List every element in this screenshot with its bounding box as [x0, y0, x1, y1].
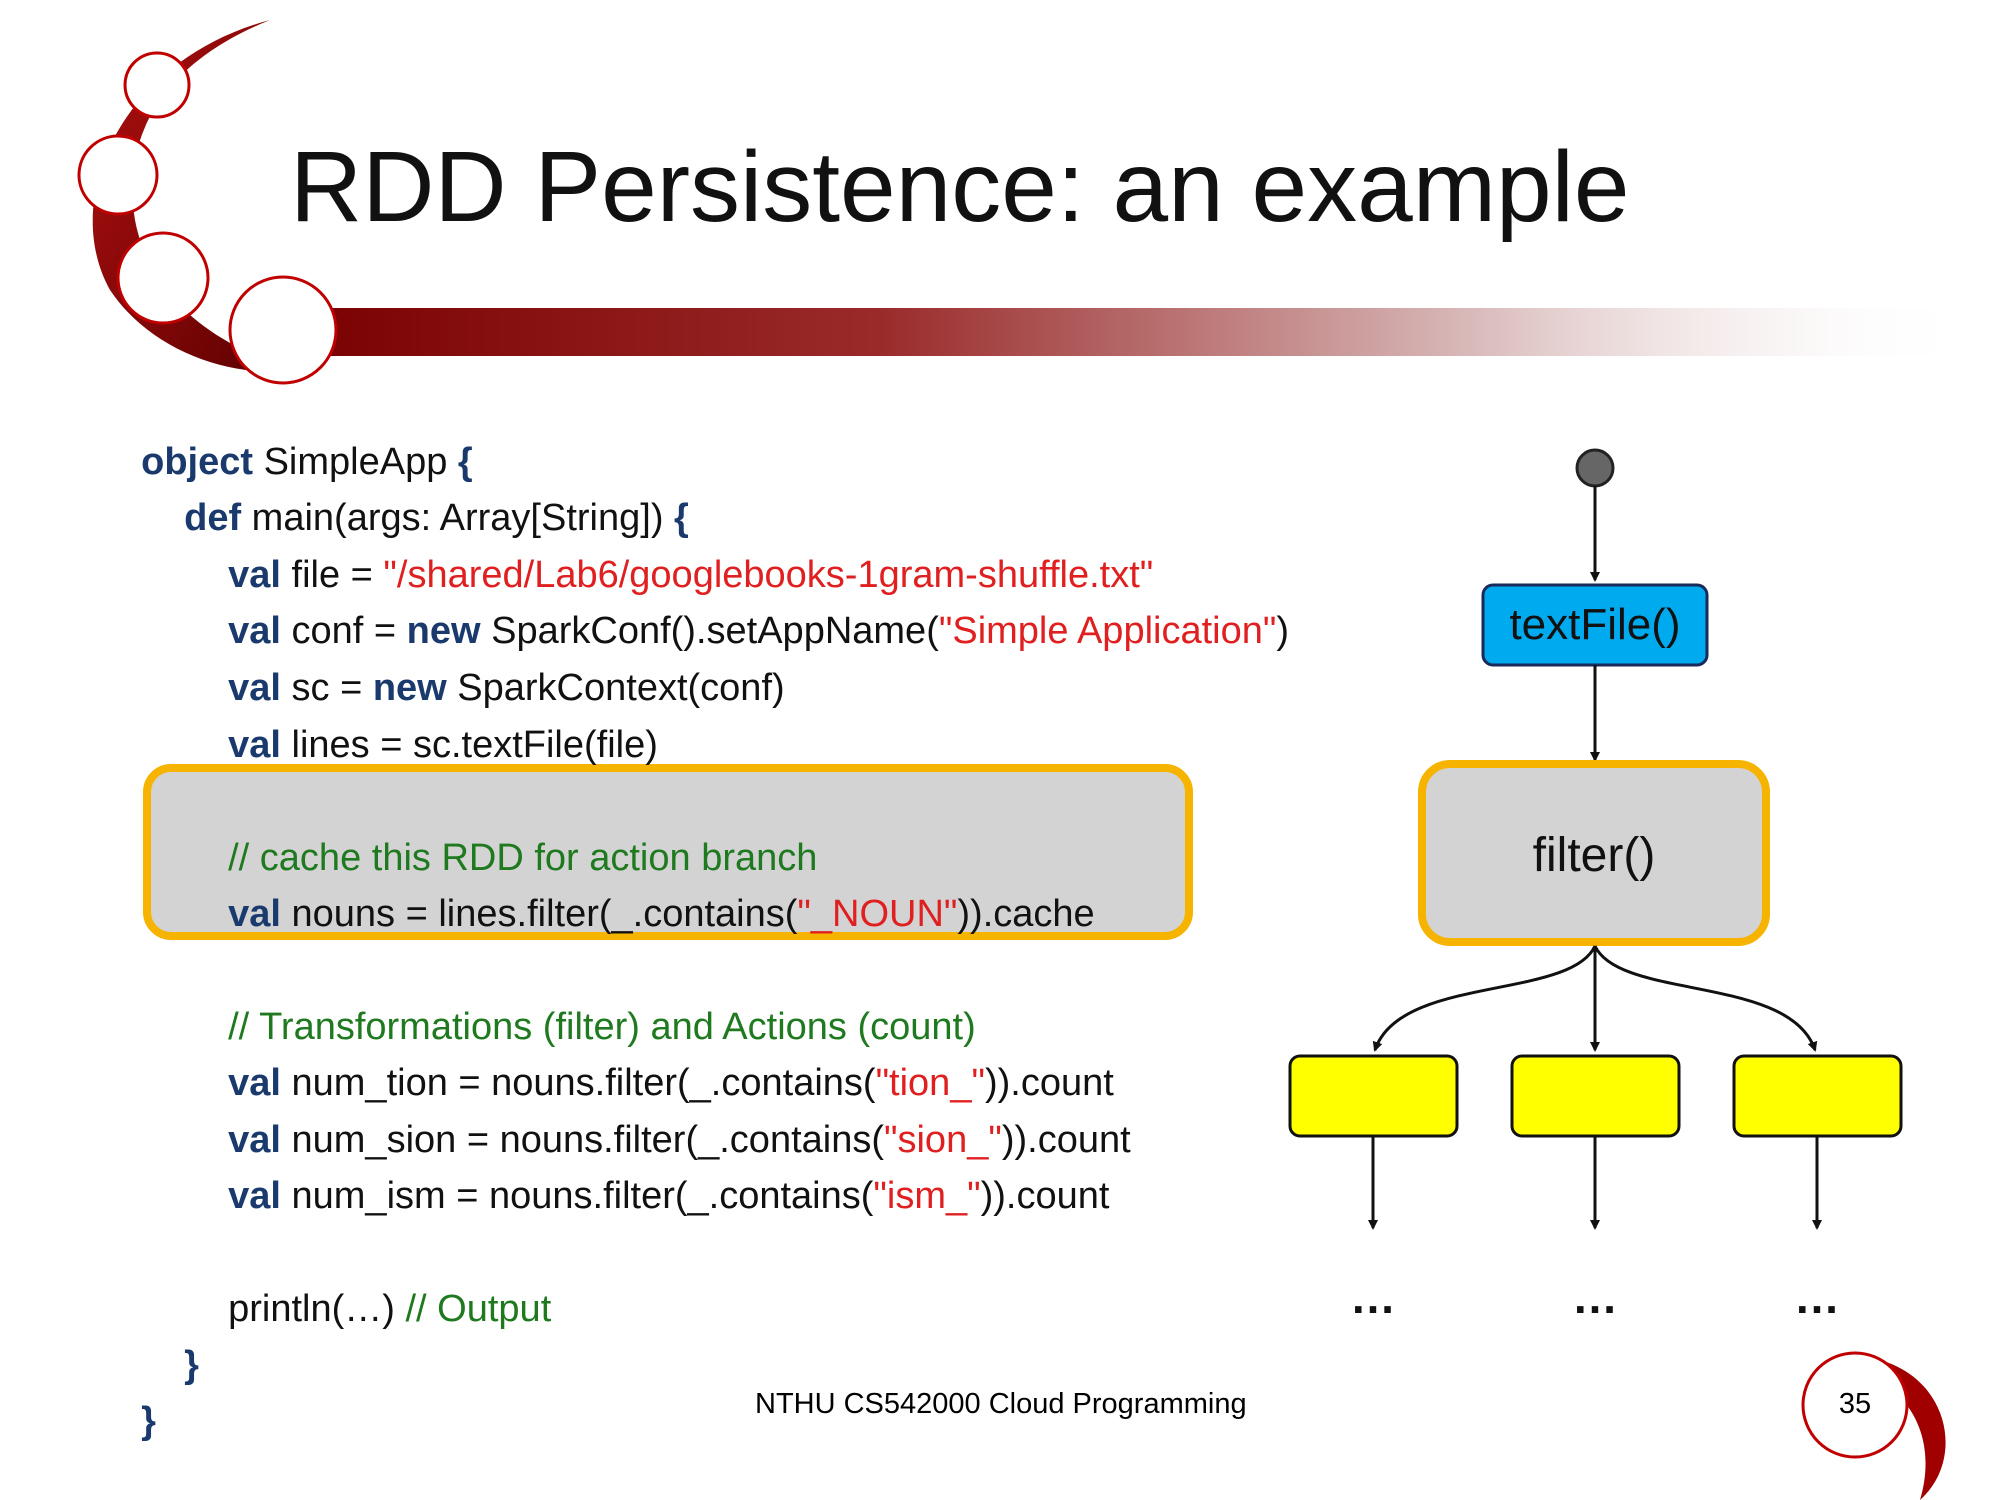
code-text: )).count [1001, 1119, 1131, 1161]
deco-circle-1 [123, 51, 191, 119]
code-keyword: val [228, 1062, 281, 1104]
code-line-object: object SimpleApp { [120, 405, 473, 481]
code-keyword: val [228, 893, 281, 935]
code-keyword: val [228, 1119, 281, 1161]
code-string: "/shared/Lab6/googlebooks-1gram-shuffle.… [383, 554, 1154, 596]
code-string: "Simple Application" [938, 610, 1277, 652]
code-line-cache-comment: // cache this RDD for action branch [207, 801, 817, 877]
code-keyword: val [228, 1175, 281, 1217]
code-string: "sion_" [884, 1119, 1002, 1161]
filter-node [1418, 760, 1770, 946]
code-line-num-tion: val num_tion = nouns.filter(_.contains("… [207, 1026, 1114, 1102]
page-number: 35 [1838, 1388, 1872, 1420]
deco-circle-4 [228, 275, 338, 385]
branch-node-right [1732, 1054, 1903, 1138]
code-text: SimpleApp [253, 441, 458, 483]
code-line-sc: val sc = new SparkContext(conf) [207, 631, 785, 707]
code-keyword: new [372, 667, 447, 709]
code-keyword: val [228, 724, 281, 766]
code-keyword: new [406, 610, 481, 652]
code-text: )).count [984, 1062, 1114, 1104]
code-comment: // cache this RDD for action branch [228, 837, 818, 879]
code-keyword: val [228, 667, 281, 709]
edge-filter-to-branch-right [1593, 945, 1818, 1052]
ellipsis-right: … [1794, 1271, 1840, 1323]
ellipsis-middle: … [1572, 1271, 1618, 1323]
deco-circle-3 [116, 231, 210, 325]
deco-circle-2 [77, 134, 159, 216]
start-node [1575, 448, 1615, 488]
code-comment: // Output [405, 1288, 552, 1330]
code-keyword: def [184, 497, 242, 539]
code-string: "_NOUN" [797, 893, 958, 935]
code-text: println(…) [228, 1288, 406, 1330]
code-line-println: println(…) // Output [207, 1252, 551, 1328]
code-keyword: val [228, 610, 281, 652]
code-keyword: object [141, 441, 254, 483]
code-text: SparkContext(conf) [446, 667, 785, 709]
cache-highlight-box [143, 764, 1193, 940]
code-text: num_tion = nouns.filter(_.contains( [280, 1062, 876, 1104]
page-number-arc [1870, 1360, 1946, 1500]
code-text: lines = sc.textFile(file) [280, 724, 658, 766]
page-number-circle [1801, 1351, 1909, 1459]
code-string: "ism_" [873, 1175, 981, 1217]
code-line-num-ism: val num_ism = nouns.filter(_.contains("i… [207, 1139, 1109, 1215]
textfile-node-label: textFile() [1509, 600, 1681, 649]
code-text: SparkConf().setAppName( [480, 610, 939, 652]
code-line-def: def main(args: Array[String]) { [163, 461, 689, 537]
code-line-conf: val conf = new SparkConf().setAppName("S… [207, 574, 1289, 650]
code-line-lines: val lines = sc.textFile(file) [207, 688, 658, 764]
code-line-close-def: } [163, 1308, 199, 1384]
code-line-file: val file = "/shared/Lab6/googlebooks-1gr… [207, 518, 1153, 594]
ellipsis-left: … [1350, 1271, 1396, 1323]
code-text: ) [1276, 610, 1290, 652]
code-brace: } [141, 1400, 156, 1442]
edge-filter-to-branch-left [1372, 945, 1597, 1052]
code-line-transform-comment: // Transformations (filter) and Actions … [207, 970, 976, 1046]
code-brace: { [674, 497, 689, 539]
code-text: )).cache [957, 893, 1095, 935]
code-text: nouns = lines.filter(_.contains( [280, 893, 798, 935]
filter-node-label: filter() [1532, 829, 1656, 882]
code-text: num_ism = nouns.filter(_.contains( [280, 1175, 874, 1217]
code-text: )).count [980, 1175, 1110, 1217]
code-text: num_sion = nouns.filter(_.contains( [280, 1119, 885, 1161]
code-text: main(args: Array[String]) [241, 497, 675, 539]
branch-node-middle [1510, 1054, 1681, 1138]
code-brace: { [457, 441, 473, 483]
code-string: "tion_" [875, 1062, 985, 1104]
code-line-close-object: } [120, 1364, 156, 1440]
slide-footer: NTHU CS542000 Cloud Programming [755, 1388, 1247, 1420]
code-text: conf = [280, 610, 407, 652]
branch-node-left [1288, 1054, 1459, 1138]
code-brace: } [184, 1344, 199, 1386]
code-text: sc = [280, 667, 373, 709]
slide-title: RDD Persistence: an example [290, 131, 1630, 243]
code-line-num-sion: val num_sion = nouns.filter(_.contains("… [207, 1083, 1131, 1159]
code-line-nouns: val nouns = lines.filter(_.contains("_NO… [207, 857, 1095, 933]
code-keyword: val [228, 554, 281, 596]
title-underline-bar [290, 308, 1970, 356]
code-text: file = [280, 554, 384, 596]
code-comment: // Transformations (filter) and Actions … [228, 1006, 976, 1048]
